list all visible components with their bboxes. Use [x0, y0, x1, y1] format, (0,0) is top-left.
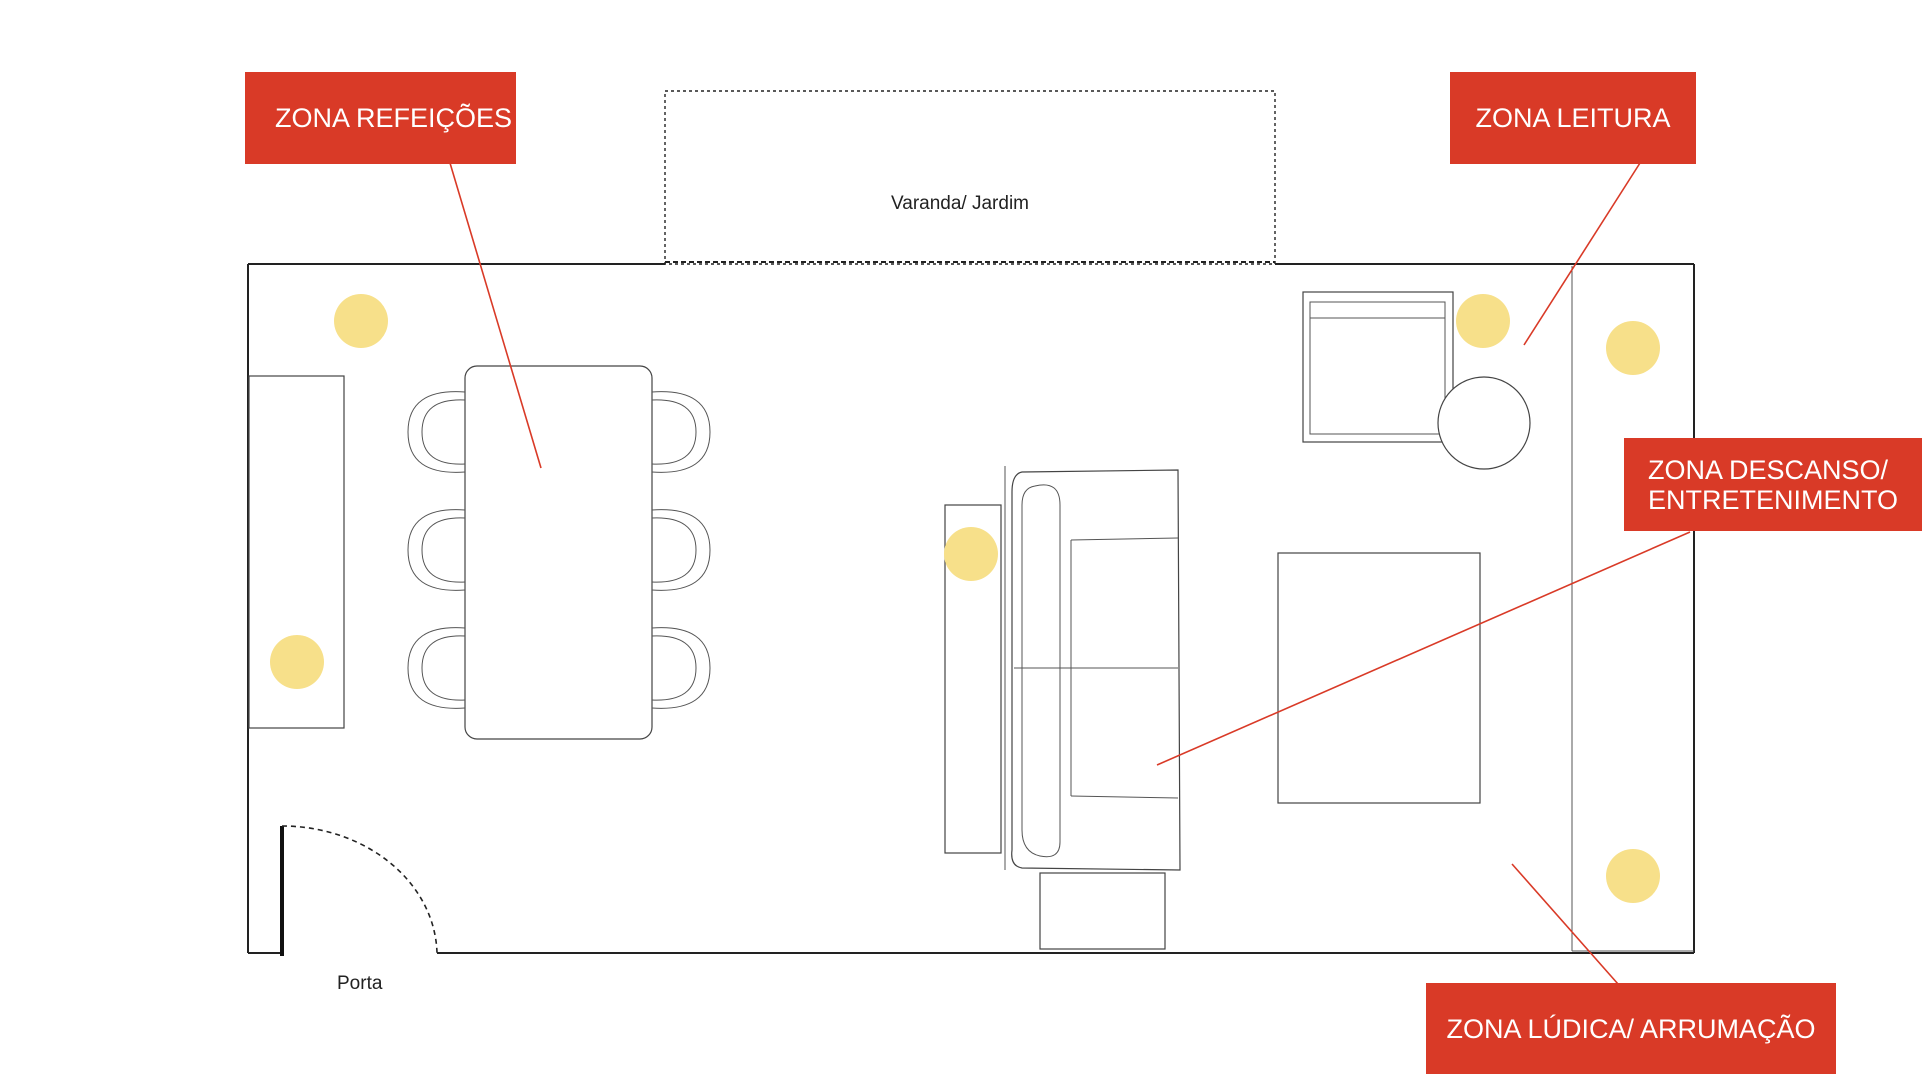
- door: [280, 825, 438, 956]
- balcony-area: [664, 90, 1276, 265]
- ottoman: [1039, 872, 1166, 950]
- zone-label-text: ZONA LÚDICA/ ARRUMAÇÃO: [1446, 1013, 1816, 1044]
- balcony-label: Varanda/ Jardim: [891, 193, 1029, 214]
- side-table: [1437, 376, 1531, 470]
- zone-label-text: ZONA REFEIÇÕES: [275, 103, 513, 133]
- zone-label-leitura: ZONA LEITURA: [1450, 72, 1696, 164]
- zone-label-refeicoes: ZONA REFEIÇÕES: [245, 72, 516, 164]
- light-icon: [944, 527, 998, 581]
- door-label: Porta: [337, 973, 383, 994]
- sofa: [1011, 469, 1181, 871]
- rug: [1277, 552, 1481, 804]
- light-icon: [1456, 294, 1510, 348]
- dining-table: [464, 365, 653, 740]
- leader-lines: [449, 162, 1691, 985]
- ceiling-lights: [270, 294, 1660, 903]
- storage-unit: [1571, 266, 1694, 952]
- light-icon: [270, 635, 324, 689]
- light-icon: [334, 294, 388, 348]
- dining-chairs: [407, 391, 711, 709]
- armchair: [1302, 291, 1454, 443]
- zone-label-text: ZONA DESCANSO/ ENTRETENIMENTO: [1648, 454, 1899, 515]
- light-icon: [1606, 849, 1660, 903]
- room-walls: [247, 263, 1695, 954]
- zone-label-text: ZONA LEITURA: [1475, 103, 1671, 133]
- light-icon: [1606, 321, 1660, 375]
- zone-label-descanso: ZONA DESCANSO/ ENTRETENIMENTO: [1624, 438, 1922, 531]
- zone-label-ludica: ZONA LÚDICA/ ARRUMAÇÃO: [1426, 983, 1836, 1074]
- sideboard: [248, 375, 345, 729]
